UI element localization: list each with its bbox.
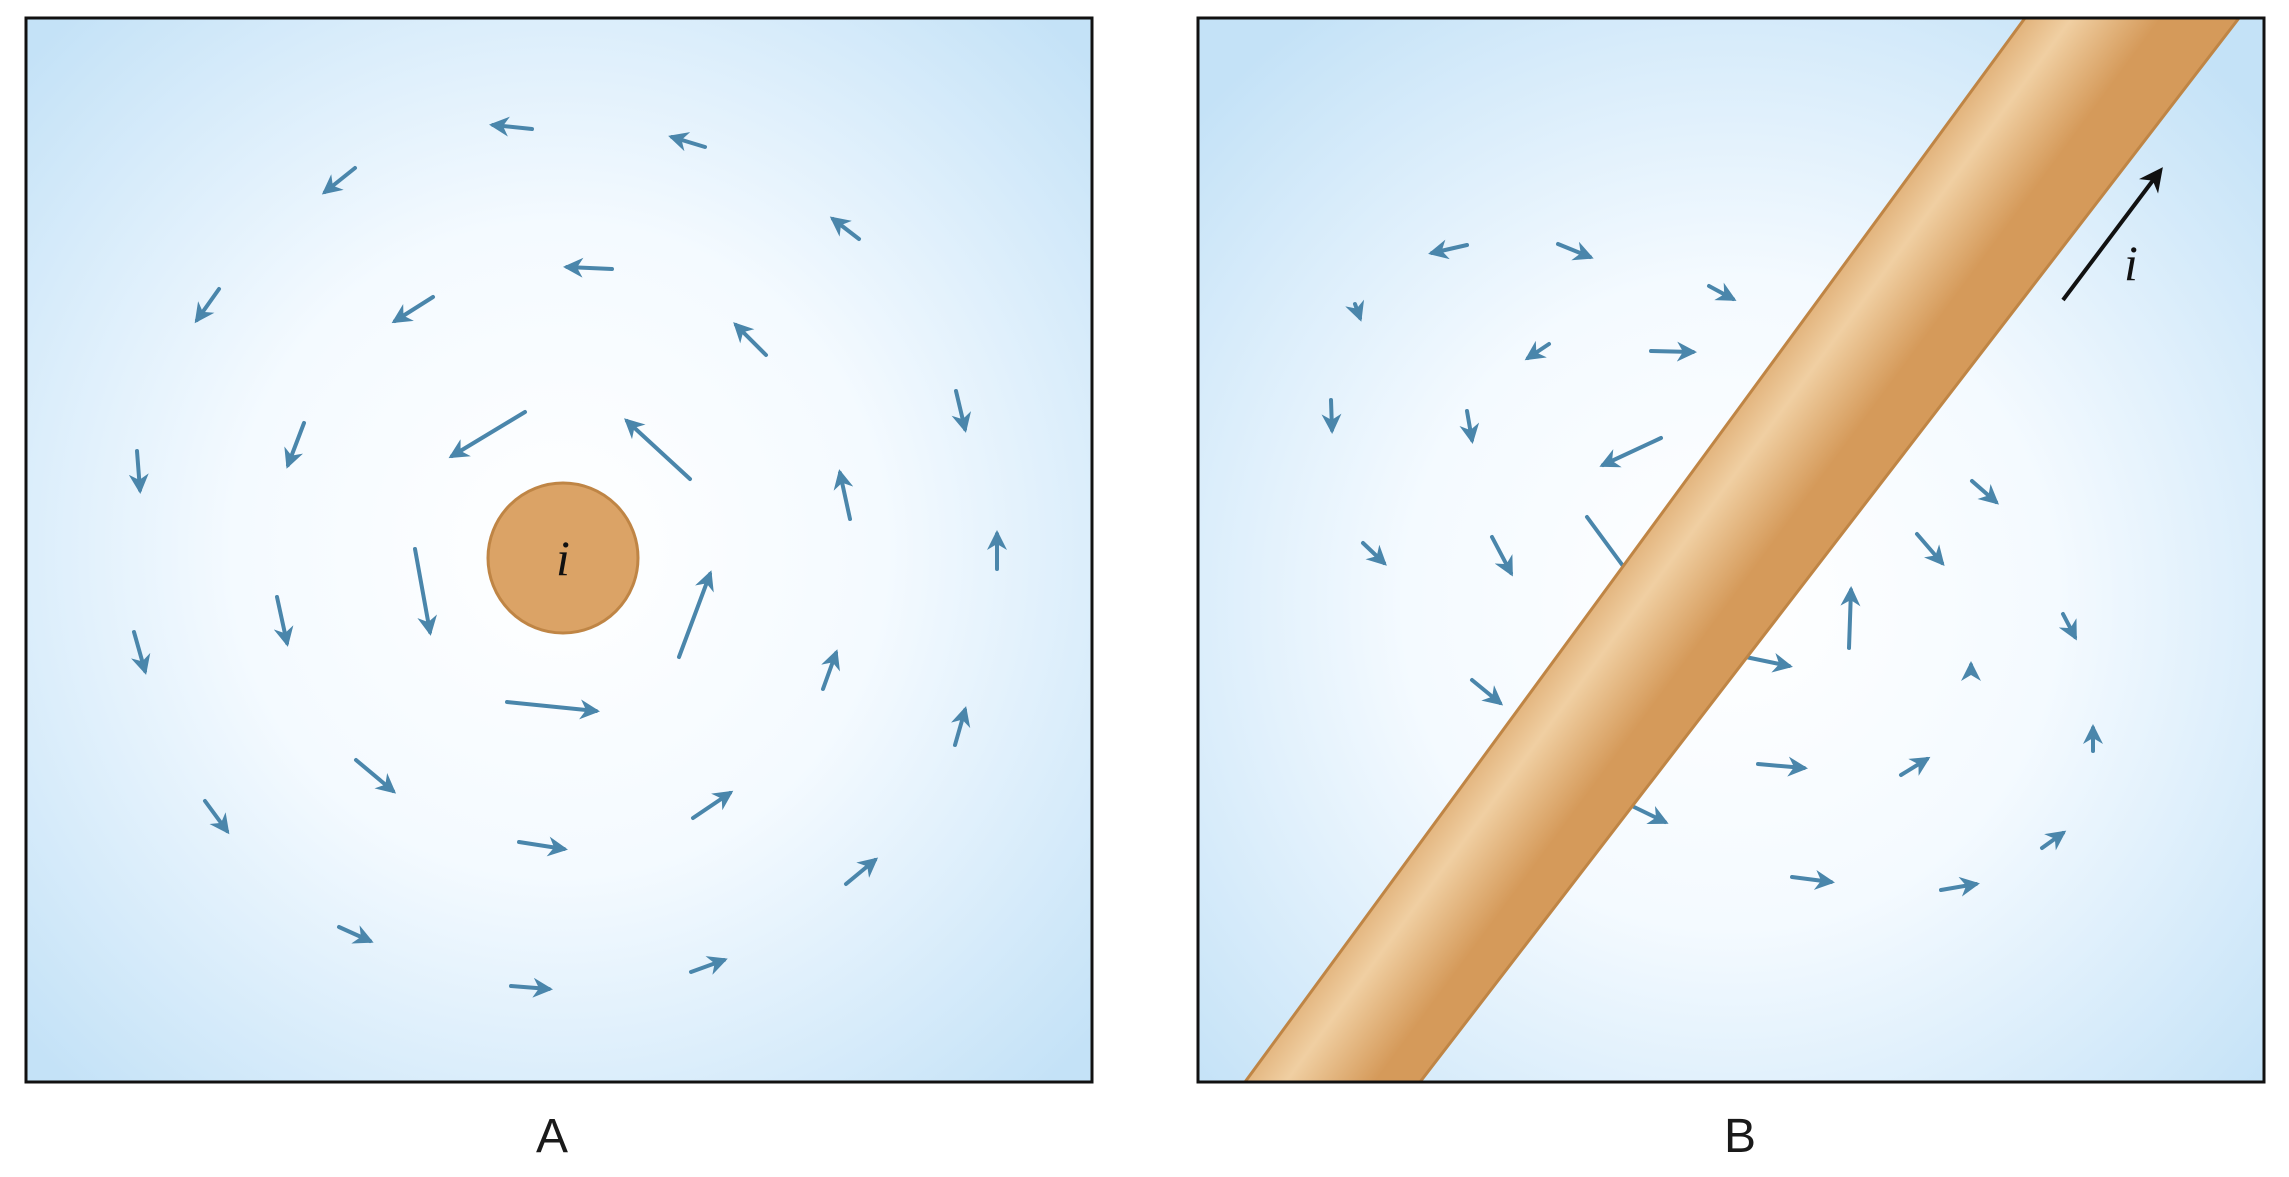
arrow-icon <box>1345 299 1365 322</box>
arrow-icon <box>1361 541 1387 566</box>
wire-cross-section <box>486 481 640 635</box>
arrow-icon <box>691 790 734 820</box>
arrow-icon <box>1490 535 1513 577</box>
arrow-icon <box>733 322 768 357</box>
arrow-icon <box>950 706 971 747</box>
arrow-icon <box>413 547 437 636</box>
arrow-icon <box>489 116 534 137</box>
arrow-icon <box>1428 239 1469 260</box>
panel-a: i <box>24 16 1094 1084</box>
arrow-icon <box>391 295 435 324</box>
panel-a-label: A <box>536 1110 568 1163</box>
arrow-icon <box>273 595 294 647</box>
arrow-icon <box>1599 436 1663 468</box>
arrow-icon <box>1939 876 1980 897</box>
arrow-icon <box>505 699 600 720</box>
arrow-icon <box>951 389 972 433</box>
arrow-icon <box>1628 803 1669 825</box>
arrow-icon <box>821 649 840 691</box>
arrow-icon <box>1840 586 1861 650</box>
panel-a-field-arrows <box>128 116 1007 998</box>
arrow-icon <box>131 630 151 675</box>
arrow-icon <box>1524 340 1551 361</box>
panel-b-label: B <box>1724 1110 1756 1163</box>
arrow-icon <box>1756 756 1808 777</box>
arrow-icon <box>829 216 861 241</box>
current-direction-label: i <box>2124 235 2138 291</box>
arrow-icon <box>1707 282 1737 301</box>
arrow-icon <box>624 418 692 481</box>
arrow-icon <box>321 166 357 195</box>
arrow-icon <box>1556 241 1594 261</box>
panel-b-field-arrows <box>1321 239 2103 897</box>
arrow-icon <box>563 257 614 278</box>
arrow-icon <box>677 570 714 659</box>
arrow-icon <box>1321 398 1342 434</box>
arrow-icon <box>354 758 397 794</box>
arrow-icon <box>689 956 728 975</box>
arrow-icon <box>337 925 374 944</box>
arrow-icon <box>1470 678 1504 706</box>
arrow-icon <box>844 857 879 886</box>
arrow-icon <box>284 421 306 469</box>
arrow-icon <box>1899 756 1931 777</box>
arrow-icon <box>128 449 149 494</box>
arrow-icon <box>194 287 221 324</box>
arrow-icon <box>1970 479 2000 505</box>
arrow-icon <box>448 410 527 459</box>
panel-b: i <box>1196 16 2266 1084</box>
arrow-icon <box>2058 612 2077 641</box>
arrow-icon <box>517 836 568 857</box>
wire-current-label: i <box>556 530 570 586</box>
arrow-icon <box>1790 870 1835 890</box>
arrow-icon <box>833 469 854 521</box>
arrow-icon <box>509 977 553 998</box>
arrow-icon <box>203 799 230 835</box>
arrow-icon <box>1649 341 1697 362</box>
arrow-icon <box>1915 532 1945 567</box>
arrow-icon <box>1459 409 1480 444</box>
arrow-icon <box>2040 830 2067 851</box>
straight-wire <box>1243 18 2241 1082</box>
arrow-icon <box>2061 167 2163 302</box>
arrow-icon <box>668 132 707 152</box>
